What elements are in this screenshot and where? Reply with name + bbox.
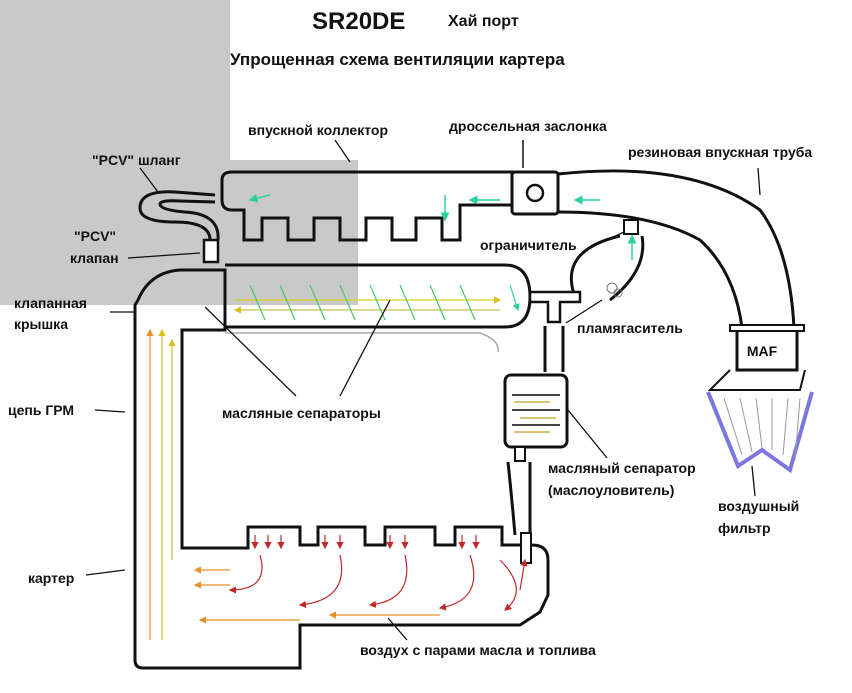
label-timing-chain: цепь ГРМ [8, 402, 75, 418]
label-air-filter-line1: воздушный [718, 498, 800, 514]
label-air-filter-line2: фильтр [718, 520, 771, 536]
gray-overlay-lower [0, 160, 358, 305]
timing-chain-arrows [146, 328, 176, 640]
label-pcv-hose: "PCV" шланг [92, 152, 181, 168]
intake-manifold [220, 170, 514, 242]
diagram-title-variant: Хай порт [448, 13, 519, 30]
diagram-subtitle: Упрощенная схема вентиляции картера [230, 50, 565, 69]
intake-pipe-bottom [557, 210, 744, 329]
intake-pipe-top [557, 169, 796, 329]
blowby-arrows [193, 535, 528, 624]
fresh-air-arrows [248, 193, 637, 260]
label-oil-separators: масляные сепараторы [222, 405, 381, 421]
maf-sensor [735, 326, 799, 372]
engine-block [133, 268, 550, 670]
label-blowby: воздух с парами масла и топлива [360, 642, 596, 658]
label-crankcase: картер [28, 570, 75, 586]
label-restrictor: ограничитель [480, 237, 577, 253]
label-throttle: дроссельная заслонка [449, 118, 607, 134]
gray-overlay [0, 0, 230, 160]
label-flame-arrester: пламягаситель [577, 320, 683, 336]
air-filter [706, 391, 814, 474]
label-maf: MAF [746, 343, 778, 359]
label-intake-manifold: впускной коллектор [248, 122, 388, 138]
restrictor [623, 219, 639, 235]
pcv-valve [202, 238, 220, 264]
valve-cover [225, 263, 532, 329]
leader-lines [85, 139, 761, 641]
flame-arrester [528, 290, 582, 324]
label-catch-can-line1: масляный сепаратор [548, 460, 696, 476]
label-pcv-valve-line1: "PCV" [74, 228, 117, 244]
label-valve-cover-line1: клапанная [14, 295, 87, 311]
label-valve-cover-line2: крышка [14, 316, 68, 332]
air-filter-housing [707, 369, 806, 391]
label-pcv-valve-line2: клапан [70, 250, 119, 266]
diagram-title: SR20DE [312, 8, 406, 35]
label-catch-can-line2: (маслоуловитель) [548, 482, 675, 498]
valve-cover-flow [233, 284, 520, 321]
throttle-body [510, 170, 560, 216]
label-intake-pipe: резиновая впускная труба [628, 144, 813, 160]
pcv-hose [138, 190, 216, 241]
